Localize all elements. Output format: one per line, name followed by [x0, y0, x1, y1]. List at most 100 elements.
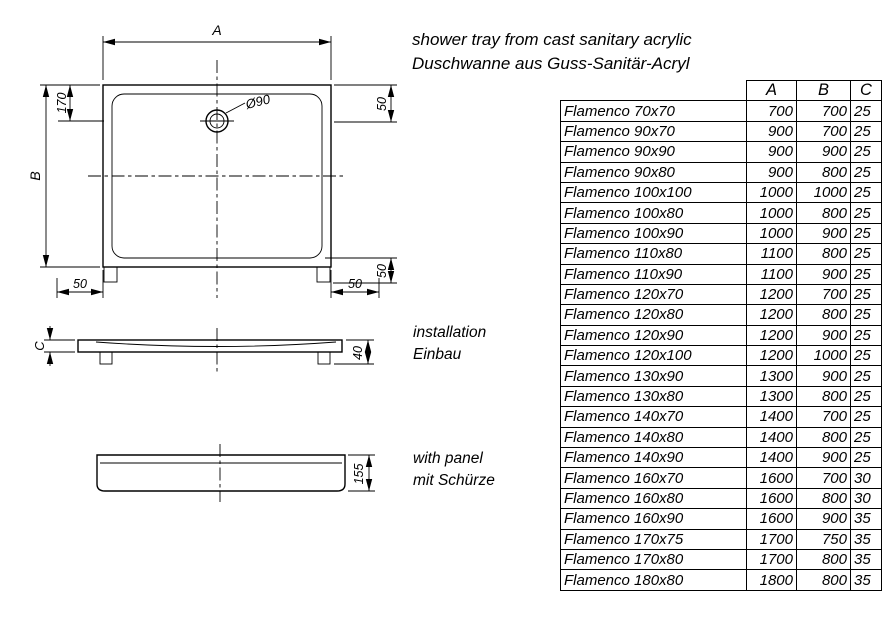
drain-circle-inner [209, 113, 225, 129]
panel-view: 155 [96, 444, 375, 502]
cell-b: 800 [796, 426, 851, 449]
cell-c: 25 [850, 120, 882, 143]
cell-c: 35 [850, 548, 882, 571]
header-blank-cell [561, 81, 747, 101]
cell-c: 25 [850, 406, 882, 428]
drain-leader-line [225, 102, 246, 114]
cell-c: 25 [850, 365, 882, 387]
cell-name: Flamenco 90x80 [560, 161, 747, 183]
cell-name: Flamenco 90x70 [560, 120, 747, 143]
dim-label-155: 155 [352, 464, 366, 485]
cell-b: 900 [796, 365, 851, 387]
foot-left [99, 351, 113, 365]
cell-a: 1400 [746, 447, 797, 469]
cell-b: 700 [796, 283, 851, 306]
cell-c: 25 [850, 100, 882, 122]
dim-label-50-bottom-right: 50 [348, 277, 362, 291]
cell-a: 1700 [746, 528, 797, 550]
cell-name: Flamenco 180x80 [560, 569, 747, 591]
dim-label-b: B [27, 171, 43, 180]
cell-name: Flamenco 140x80 [560, 426, 747, 449]
cell-a: 1000 [746, 181, 797, 204]
panel-profile [96, 454, 346, 492]
cell-name: Flamenco 140x70 [560, 406, 747, 428]
cell-name: Flamenco 130x90 [560, 365, 747, 387]
cell-a: 1200 [746, 324, 797, 347]
dim-label-50-right-lower: 50 [375, 264, 389, 278]
cell-c: 35 [850, 569, 882, 591]
dim-label-c: C [32, 341, 47, 351]
section-profile [77, 339, 343, 353]
foot-right [317, 351, 331, 365]
installation-label: installation Einbau [413, 322, 486, 367]
cell-name: Flamenco 100x100 [560, 181, 747, 204]
cell-name: Flamenco 110x90 [560, 263, 747, 285]
cell-c: 25 [850, 243, 882, 265]
dim-label-40: 40 [351, 346, 365, 360]
cell-a: 1800 [746, 569, 797, 591]
drain-label: Ø90 [243, 91, 272, 112]
cell-name: Flamenco 130x80 [560, 385, 747, 408]
cell-b: 750 [796, 528, 851, 550]
cell-b: 900 [796, 324, 851, 347]
cell-a: 1200 [746, 304, 797, 326]
cell-name: Flamenco 170x75 [560, 528, 747, 550]
cell-a: 1300 [746, 385, 797, 408]
cell-name: Flamenco 120x80 [560, 304, 747, 326]
table-header-row: A B C [561, 79, 882, 102]
dim-label-50-top-right: 50 [375, 97, 389, 111]
cell-b: 800 [796, 385, 851, 408]
cell-name: Flamenco 140x90 [560, 447, 747, 469]
cell-b: 800 [796, 243, 851, 265]
cell-a: 1600 [746, 467, 797, 489]
cell-name: Flamenco 120x70 [560, 283, 747, 306]
title-line-de: Duschwanne aus Guss-Sanitär-Acryl [412, 53, 690, 73]
cell-a: 1600 [746, 508, 797, 530]
cell-b: 900 [796, 447, 851, 469]
cell-c: 25 [850, 447, 882, 469]
panel-label-de: mit Schürze [413, 472, 495, 490]
cell-name: Flamenco 160x70 [560, 467, 747, 489]
cell-b: 900 [796, 222, 851, 245]
cell-c: 30 [850, 487, 882, 510]
cell-name: Flamenco 100x80 [560, 202, 747, 224]
installation-label-de: Einbau [413, 346, 462, 364]
cell-b: 700 [796, 467, 851, 489]
cell-c: 25 [850, 426, 882, 449]
foot-right [316, 266, 331, 283]
cell-c: 25 [850, 385, 882, 408]
cell-c: 25 [850, 324, 882, 347]
page-title: shower tray from cast sanitary acrylic D… [412, 28, 692, 76]
cell-b: 700 [796, 406, 851, 428]
cell-name: Flamenco 170x80 [560, 548, 747, 571]
cell-b: 800 [796, 161, 851, 183]
installation-view: C 40 [32, 326, 374, 374]
cell-a: 900 [746, 161, 797, 183]
header-col-a: A [746, 79, 797, 102]
cell-a: 1000 [746, 202, 797, 224]
cell-a: 900 [746, 120, 797, 143]
cell-c: 25 [850, 202, 882, 224]
cell-c: 30 [850, 467, 882, 489]
cell-a: 1200 [746, 345, 797, 367]
title-line-en: shower tray from cast sanitary acrylic [412, 30, 692, 49]
dim-label-a: A [211, 22, 221, 38]
